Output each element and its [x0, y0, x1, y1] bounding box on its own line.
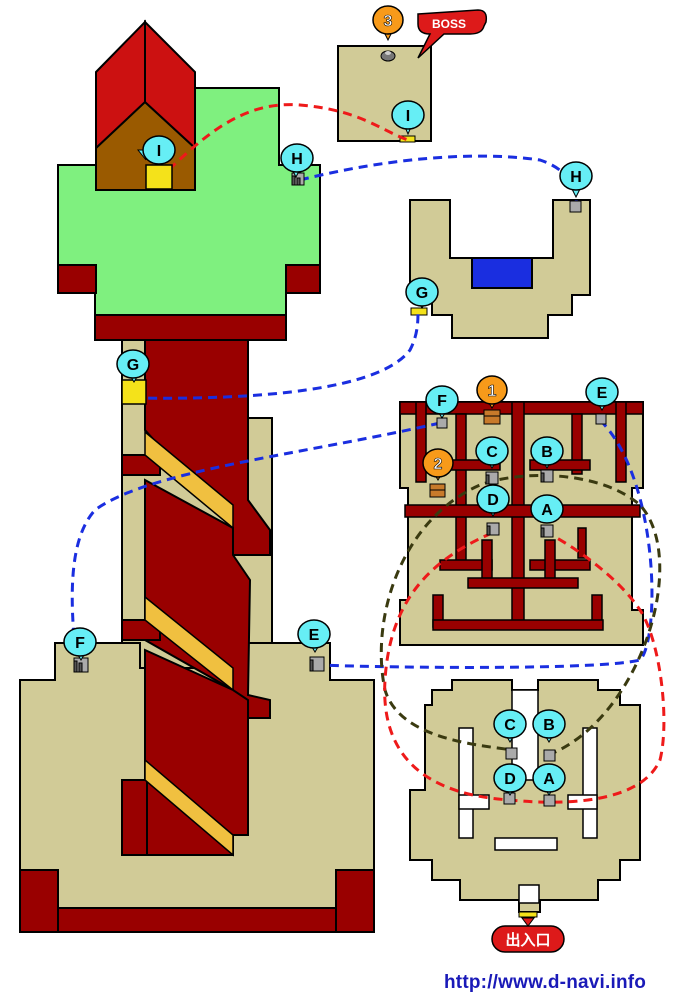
marker-a-maze: A: [530, 494, 564, 524]
warp-path-f: [70, 421, 441, 661]
stair-ramp-2: [144, 595, 234, 692]
marker-label: F: [437, 393, 447, 410]
warp-door-icon: [410, 307, 428, 316]
roof-right: [144, 19, 196, 151]
marker-g-tower: G: [116, 349, 150, 383]
treasure-chests: [429, 409, 501, 498]
marker-label: H: [570, 169, 582, 186]
warp-path-ad: [383, 531, 666, 804]
marker-label: B: [543, 717, 555, 734]
marker-b-entrance: B: [532, 709, 566, 743]
number-marker-2: 2: [422, 448, 454, 481]
boss-label: BOSS: [432, 17, 466, 31]
marker-label: A: [543, 771, 555, 788]
marker-label: C: [504, 717, 516, 734]
bottom-wall-right: [335, 869, 375, 933]
number-label: 1: [488, 383, 497, 400]
number-marker-1: 1: [476, 375, 508, 409]
marker-label: H: [291, 151, 303, 168]
warp-paths: [70, 103, 666, 804]
stairs-icon: [485, 471, 499, 485]
marker-label: D: [487, 492, 499, 509]
marker-g-room: G: [405, 277, 439, 309]
stairs-icon: [543, 749, 556, 762]
stairs-icon: [291, 172, 305, 186]
boss-switch-icon: [380, 50, 396, 62]
marker-label: I: [406, 108, 410, 125]
number-marker-3: 3: [372, 5, 404, 42]
number-pins: 3 1 2: [372, 5, 508, 481]
warp-path-h: [299, 154, 578, 206]
number-label: 3: [384, 13, 393, 30]
warp-path-g: [132, 311, 420, 400]
stairs-icon: [486, 522, 500, 536]
room-maze: [399, 401, 644, 646]
stairs-icon: [505, 747, 518, 760]
stairs-icon: [569, 200, 582, 213]
entrance-label: 出入口: [505, 931, 550, 949]
warp-door-icon: [145, 164, 173, 190]
tower-stairs: [144, 430, 234, 857]
stairs-icon: [436, 417, 448, 429]
marker-e-bottom: E: [297, 619, 331, 653]
marker-label: G: [127, 357, 139, 374]
marker-label: E: [597, 385, 608, 402]
tower-wall-left3: [121, 779, 148, 856]
stair-ramp-1: [144, 430, 234, 530]
bottom-wall-base: [57, 907, 337, 933]
marker-b-maze: B: [530, 436, 564, 469]
marker-label: D: [504, 771, 516, 788]
maze-walls: [399, 401, 644, 631]
marker-i-house: I: [136, 135, 176, 165]
stairs-icons: [73, 172, 607, 807]
stairs-icon: [309, 656, 325, 672]
marker-label: I: [157, 143, 161, 160]
warp-path-e: [317, 418, 654, 669]
marker-h-grass: H: [280, 143, 314, 179]
entrance-tag: 出入口: [491, 917, 565, 953]
stairs-icon: [540, 524, 554, 538]
stairs-icon: [540, 469, 554, 483]
number-label: 2: [434, 456, 443, 473]
room-entrance: [409, 679, 641, 918]
marker-pins: I I H H G G: [63, 100, 619, 796]
room-hg: [409, 199, 591, 339]
marker-i-boss: I: [391, 100, 425, 136]
marker-label: G: [416, 285, 428, 302]
marker-label: A: [541, 502, 553, 519]
marker-a-entrance: A: [532, 763, 566, 796]
stairs-icon: [595, 413, 607, 425]
marker-d-entrance: D: [493, 763, 527, 796]
bottom-wall-left: [19, 869, 59, 933]
site-url[interactable]: http://www.d-navi.info: [444, 972, 647, 993]
entrance-door: [518, 911, 538, 918]
water-pool: [471, 257, 533, 289]
tower-wall-mid: [144, 478, 271, 719]
marker-e-maze: E: [585, 377, 619, 411]
stair-ramp-3: [144, 758, 234, 857]
grass-wall-bottom: [94, 314, 287, 341]
marker-c-maze: C: [475, 436, 509, 469]
marker-label: F: [75, 635, 85, 652]
marker-d-maze: D: [476, 484, 510, 517]
stairs-icon: [543, 794, 556, 807]
warp-path-i: [156, 103, 409, 182]
grass-wall-left: [57, 264, 97, 294]
treasure-chest-icon: [483, 409, 501, 425]
boss-tag: BOSS: [417, 9, 488, 59]
marker-label: B: [541, 444, 553, 461]
marker-f-maze: F: [425, 385, 459, 419]
treasure-chest-icon: [429, 483, 446, 498]
marker-label: E: [309, 627, 320, 644]
warp-door-icon: [121, 379, 147, 405]
marker-c-entrance: C: [493, 709, 527, 743]
marker-h-room: H: [559, 161, 593, 199]
marker-f-bottom: F: [63, 627, 97, 661]
tower-left: [19, 19, 375, 933]
marker-label: C: [486, 444, 498, 461]
grass-wall-right: [285, 264, 321, 294]
warp-path-bc: [379, 474, 662, 757]
